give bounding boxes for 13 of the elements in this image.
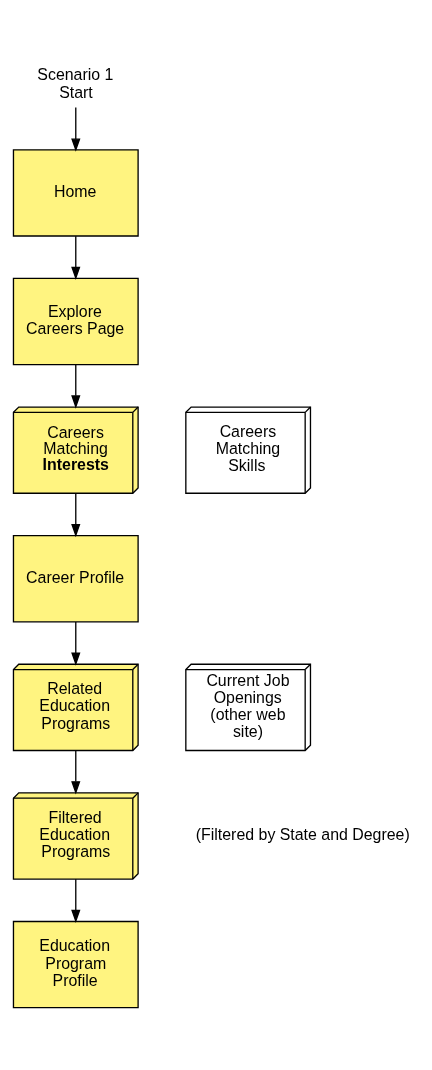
arrow [71,749,81,795]
arrow [71,621,81,666]
node-label: (Filtered by State and Degree) [195,826,410,844]
arrow [71,364,81,409]
arrow [71,492,81,538]
node-box: Explore Careers Page [12,277,139,366]
arrow [71,235,81,281]
node-box: Education Program Profile [12,920,139,1009]
arrow [71,878,81,924]
node-box: Home [12,149,139,237]
node-box: Career Profile [12,535,139,623]
arrow [71,106,81,152]
node-text: Scenario 1 Start [37,66,114,101]
